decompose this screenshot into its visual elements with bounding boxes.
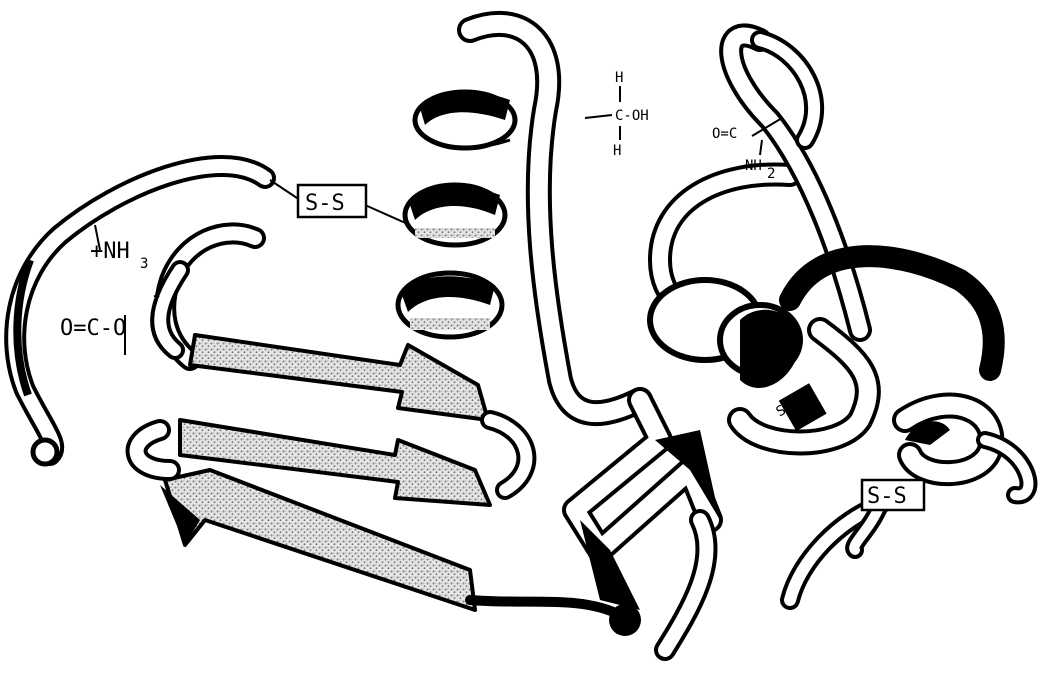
amide-subscript: 2 <box>767 166 775 182</box>
amide-o-label: O=C <box>712 126 737 142</box>
beta-sheet <box>160 335 490 610</box>
helix-a <box>398 91 515 337</box>
carboxylate-label: O=C-O <box>60 316 126 341</box>
hydroxymethyl-h-bottom: H <box>613 143 621 159</box>
right-domain <box>650 35 1028 650</box>
carboxylate-charge: - <box>150 283 163 308</box>
disulfide-right-label: S-S <box>867 484 907 509</box>
beta-strand-1 <box>190 335 488 420</box>
ammonium-subscript: 3 <box>140 256 148 272</box>
amide-n-label: NH <box>745 158 762 174</box>
n-terminal-loop <box>15 166 265 464</box>
hydroxymethyl-h-top: H <box>615 70 623 86</box>
disulfide-top-label: S-S <box>305 191 345 216</box>
ammonium-label: +NH <box>90 239 130 264</box>
hydroxymethyl-c-label: C-OH <box>615 108 649 124</box>
